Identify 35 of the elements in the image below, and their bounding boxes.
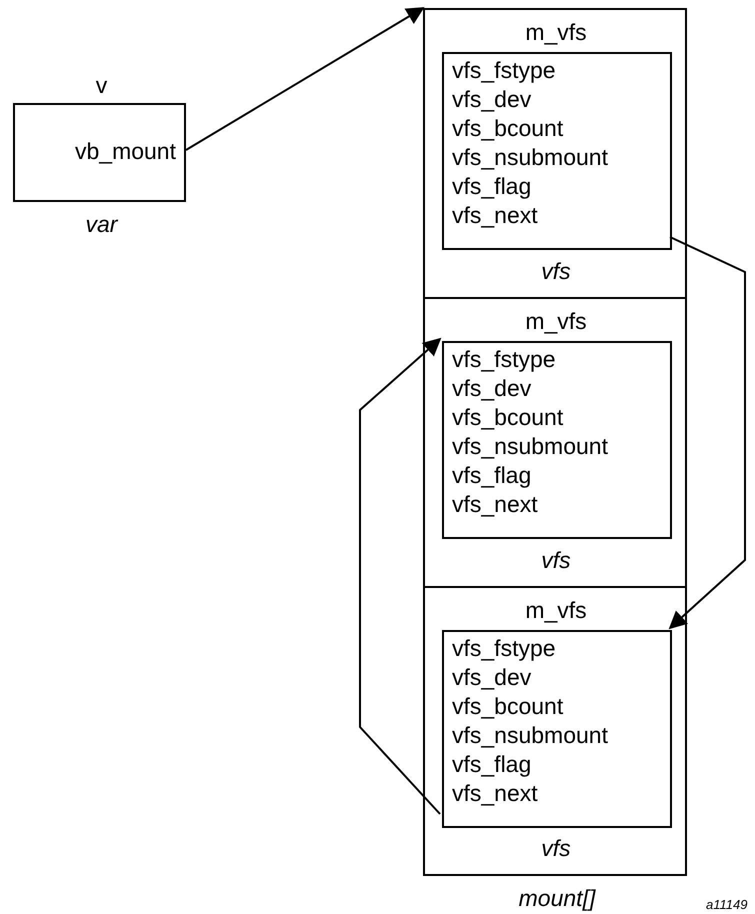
field-name: vb_mount xyxy=(74,137,176,166)
field-list-box xyxy=(442,341,672,539)
field-name: vfs_flag xyxy=(452,461,532,490)
field-name: vfs_fstype xyxy=(452,634,556,663)
struct-name: v xyxy=(94,71,108,100)
type-caption: mount[] xyxy=(518,884,597,913)
field-name: vfs_flag xyxy=(452,172,532,201)
field-name: vfs_fstype xyxy=(452,345,556,374)
field-name: vfs_next xyxy=(452,490,538,519)
field-name: vfs_next xyxy=(452,201,538,230)
figure-id: a11149 xyxy=(706,897,748,912)
struct-name: m_vfs xyxy=(524,307,588,336)
field-name: vfs_flag xyxy=(452,750,532,779)
field-name: vfs_nsubmount xyxy=(452,143,608,172)
type-caption: var xyxy=(84,210,120,239)
arrow xyxy=(668,236,746,630)
field-name: vfs_dev xyxy=(452,374,532,403)
field-name: vfs_nsubmount xyxy=(452,432,608,461)
struct-name: m_vfs xyxy=(524,18,588,47)
field-name: vfs_fstype xyxy=(452,56,556,85)
field-name: vfs_dev xyxy=(452,663,532,692)
field-name: vfs_next xyxy=(452,779,538,808)
struct-name: m_vfs xyxy=(524,596,588,625)
field-name: vfs_bcount xyxy=(452,692,564,721)
field-name: vfs_dev xyxy=(452,85,532,114)
field-list-box xyxy=(442,52,672,250)
type-caption: vfs xyxy=(540,257,572,286)
field-name: vfs_bcount xyxy=(452,114,564,143)
arrow xyxy=(185,7,425,151)
arrow xyxy=(359,338,442,815)
type-caption: vfs xyxy=(540,546,572,575)
field-name: vfs_nsubmount xyxy=(452,721,608,750)
type-caption: vfs xyxy=(540,834,572,863)
field-list-box xyxy=(442,630,672,828)
field-name: vfs_bcount xyxy=(452,403,564,432)
